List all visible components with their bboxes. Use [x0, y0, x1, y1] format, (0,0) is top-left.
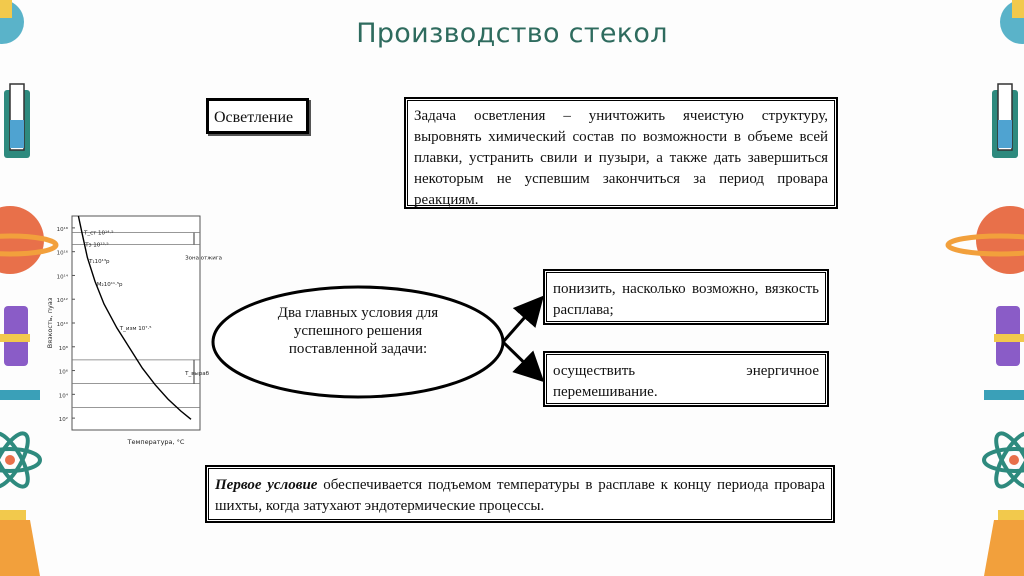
beaker-icon [0, 510, 40, 576]
chart-annotation-5: Зона отжига [185, 256, 222, 262]
first-condition-rest: обеспечивается подъемом температуры в ра… [215, 477, 825, 514]
arrow-to-condition-2 [501, 340, 545, 383]
chart-frame [71, 215, 201, 431]
oval-text: Два главных условия для успешного решени… [277, 305, 439, 357]
planet-icon [0, 206, 59, 274]
microscope-icon-right [984, 306, 1024, 400]
arrow-to-condition-1 [501, 295, 544, 343]
y-tick-label-2: 10¹⁴ [57, 273, 69, 280]
planet-icon-right [945, 206, 1024, 274]
page-title: Производство стекол [356, 18, 668, 49]
flask-icon-right [1000, 0, 1024, 44]
y-tick-label-8: 10² [59, 416, 68, 423]
chart-annotation-6: T_выраб [184, 371, 210, 377]
viscosity-curve [77, 215, 192, 420]
y-tick-label-7: 10⁴ [59, 392, 69, 399]
condition-2-box: осуществить энергичное перемешивание. [544, 352, 828, 406]
y-tick-label-4: 10¹⁰ [57, 321, 69, 328]
beaker-icon-right [984, 510, 1024, 576]
test-tube-icon-right [992, 83, 1018, 158]
y-tick-label-5: 10⁸ [59, 345, 69, 352]
first-condition-box: Первое условие обеспечивается подъемом т… [206, 466, 834, 522]
chart-annotation-1: Tз 10¹³·⁵ [84, 242, 108, 249]
y-axis-label: Вязкость, пуаз [46, 297, 54, 348]
task-text-box: Задача осветления – уничтожить ячеистую … [405, 98, 837, 208]
chart-annotation-2: T₁10¹³р [88, 258, 110, 265]
chart-annotation-0: T_ст 10¹⁴·⁵ [83, 230, 113, 237]
chart-annotation-3: M₂10¹¹·⁵р [97, 281, 123, 288]
chart-annotation-4: T_изм 10⁷·⁵ [119, 325, 152, 332]
condition-1-box: понизить, насколько возможно, вязкость р… [544, 270, 828, 324]
atom-icon [0, 431, 42, 489]
test-tube-icon [4, 83, 30, 158]
x-axis-label: Температура, °C [127, 438, 185, 446]
section-label: Осветление [206, 98, 309, 134]
y-tick-label-3: 10¹² [57, 297, 68, 304]
microscope-icon [0, 306, 40, 400]
y-tick-label-6: 10⁶ [59, 369, 69, 376]
y-tick-label-0: 10¹⁸ [57, 226, 69, 233]
first-condition-lead: Первое условие [215, 477, 318, 493]
flask-icon [0, 0, 24, 44]
y-tick-label-1: 10¹⁶ [57, 250, 69, 257]
